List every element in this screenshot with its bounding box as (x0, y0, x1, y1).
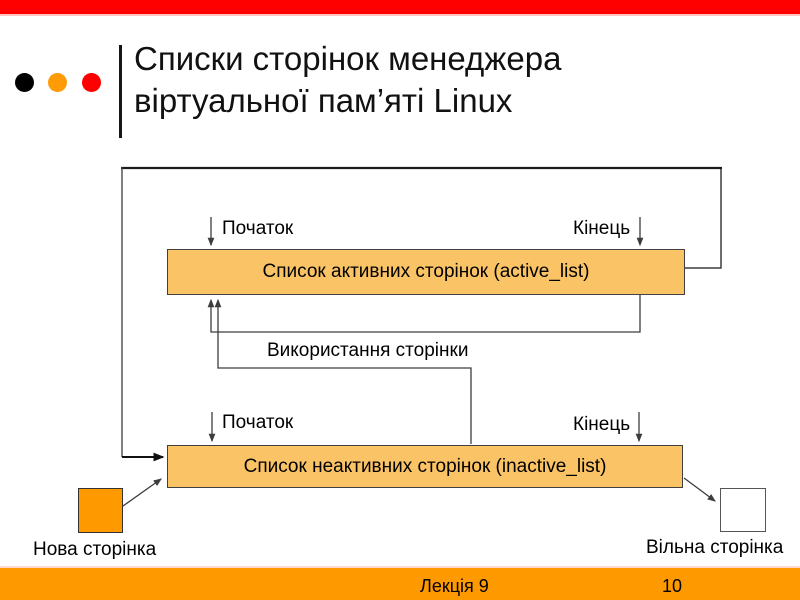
label-end-top: Кінець (573, 218, 631, 239)
active-list-box: Список активних сторінок (active_list) (167, 249, 685, 295)
orange-dot-icon (48, 73, 67, 92)
black-dot-icon (15, 73, 34, 92)
label-end-bottom: Кінець (573, 414, 631, 435)
inactive-list-box: Список неактивних сторінок (inactive_lis… (167, 445, 683, 488)
label-free-page: Вільна сторінка (646, 537, 784, 558)
free-page-square (720, 488, 766, 532)
footer-lecture-label: Лекція 9 (420, 576, 489, 596)
slide-title-line-2: віртуальної пам’яті Linux (134, 82, 513, 119)
slide-title: Списки сторінок менеджера віртуальної па… (134, 38, 774, 122)
active-list-recirculation-arrow (207, 295, 641, 333)
inactive-list-label: Список неактивних сторінок (inactive_lis… (243, 455, 607, 477)
free-page-arrow (683, 477, 716, 502)
label-start-top: Початок (222, 218, 294, 239)
title-divider-rule (119, 45, 122, 138)
label-page-usage: Використання сторінки (267, 340, 469, 361)
footer-page-number: 10 (662, 576, 683, 596)
top-accent-bar (0, 0, 800, 16)
label-new-page: Нова сторінка (33, 539, 157, 560)
new-page-arrow (122, 478, 162, 507)
footer-bar (0, 566, 800, 600)
new-page-square (78, 488, 123, 533)
red-dot-icon (82, 73, 101, 92)
label-start-bottom: Початок (222, 412, 294, 433)
slide-title-line-1: Списки сторінок менеджера (134, 40, 562, 77)
outer-loop-right-line (685, 169, 722, 269)
active-list-label: Список активних сторінок (active_list) (262, 261, 590, 282)
